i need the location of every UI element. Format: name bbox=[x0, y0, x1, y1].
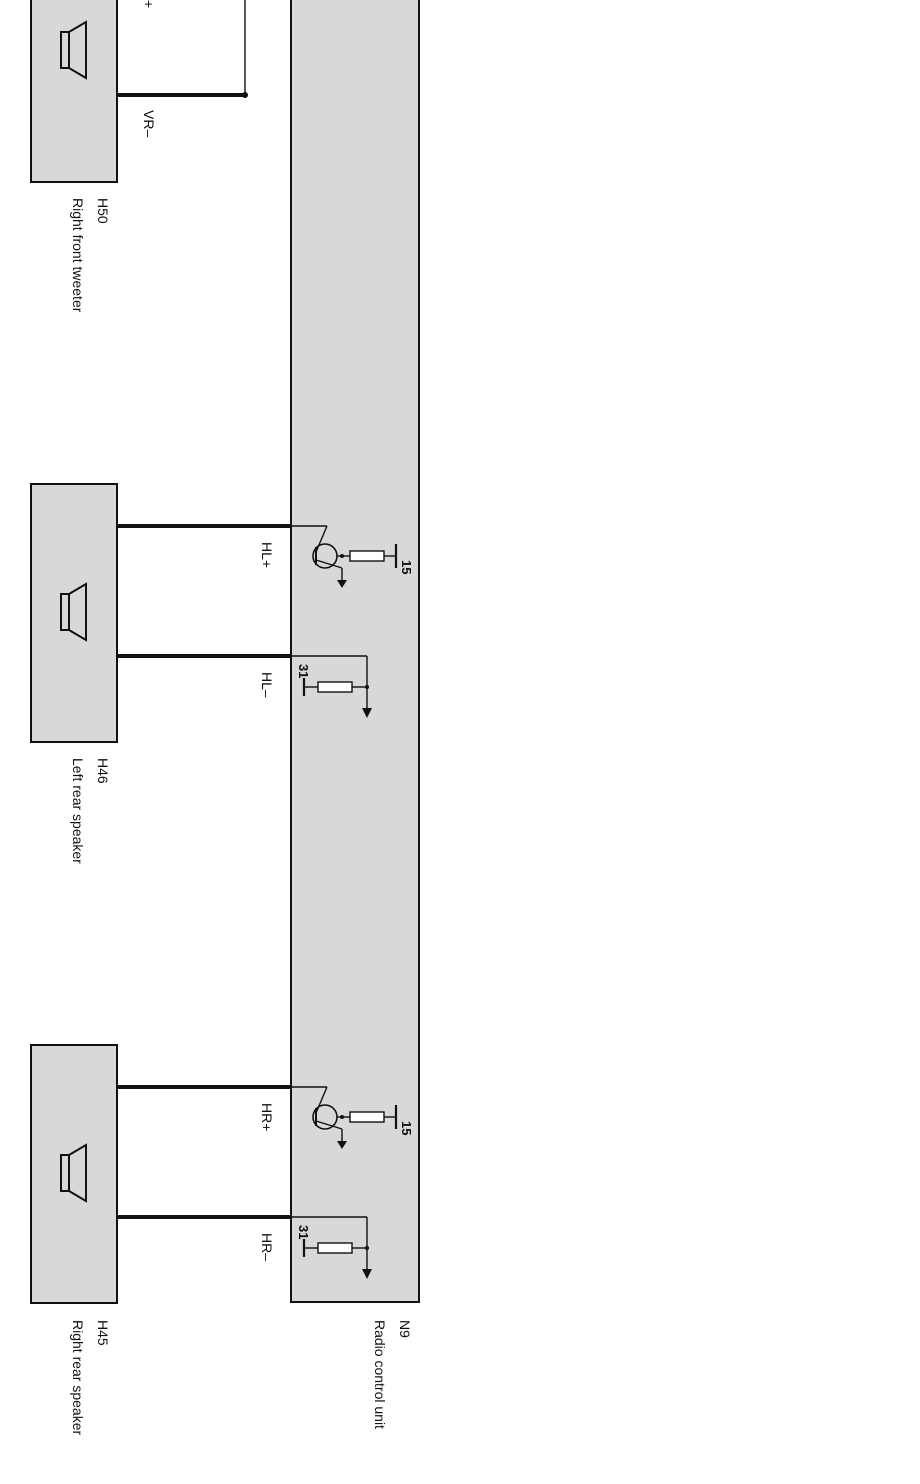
h45-code: H45 bbox=[95, 1320, 111, 1346]
terminal-hr-minus: 31 bbox=[296, 1225, 311, 1239]
n9-name: Radio control unit bbox=[372, 1320, 388, 1429]
h45-name: Right rear speaker bbox=[70, 1320, 86, 1436]
right-front-tweeter bbox=[30, 0, 118, 183]
signal-vr-plus: + bbox=[141, 0, 157, 8]
signal-hr-minus: HR– bbox=[259, 1233, 275, 1261]
radio-control-unit-box bbox=[290, 0, 420, 1303]
signal-hl-plus: HL+ bbox=[259, 542, 275, 568]
signal-hr-plus: HR+ bbox=[259, 1103, 275, 1131]
left-rear-speaker bbox=[30, 483, 118, 743]
h50-name: Right front tweeter bbox=[70, 198, 86, 313]
h46-name: Left rear speaker bbox=[70, 758, 86, 864]
terminal-hl-plus: 15 bbox=[399, 560, 414, 574]
terminal-hl-minus: 31 bbox=[296, 664, 311, 678]
signal-hl-minus: HL– bbox=[259, 672, 275, 698]
h50-code: H50 bbox=[95, 198, 111, 224]
terminal-hr-plus: 15 bbox=[399, 1121, 414, 1135]
n9-code: N9 bbox=[397, 1320, 413, 1338]
right-rear-speaker bbox=[30, 1044, 118, 1304]
h46-code: H46 bbox=[95, 758, 111, 784]
signal-vr-minus: VR– bbox=[141, 110, 157, 137]
